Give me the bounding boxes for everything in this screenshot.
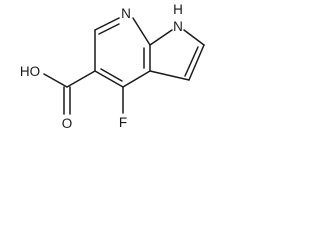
bond-c4-c3a [122, 70, 151, 88]
hydroxyl-label: HO [20, 64, 40, 79]
bond-ring-n-c7a [132, 17, 151, 46]
bond-nh-c2 [183, 29, 205, 46]
nh-nitrogen-label: N [173, 19, 183, 34]
bond-group [43, 17, 205, 115]
ring-nitrogen-label: N [121, 6, 131, 21]
bond-c3-c3a [149, 70, 190, 81]
chemical-structure-diagram: N H N HO O F [20, 2, 205, 131]
bond-c2-c3-double [184, 46, 199, 77]
bond-carboxyl-oh [43, 73, 68, 88]
bond-c5-c4-double [100, 68, 123, 82]
bond-c5-carboxyl [66, 70, 96, 88]
bond-c2-c3 [188, 44, 205, 81]
fluorine-label: F [119, 115, 127, 130]
carbonyl-oxygen-label: O [62, 116, 73, 131]
bond-c5-c4 [94, 70, 124, 88]
bond-c7a-nh [149, 29, 173, 46]
bond-ring-n-c6 [94, 17, 120, 31]
bond-ring-n-c6-double [98, 23, 120, 35]
nh-hydrogen-label: H [173, 2, 183, 17]
